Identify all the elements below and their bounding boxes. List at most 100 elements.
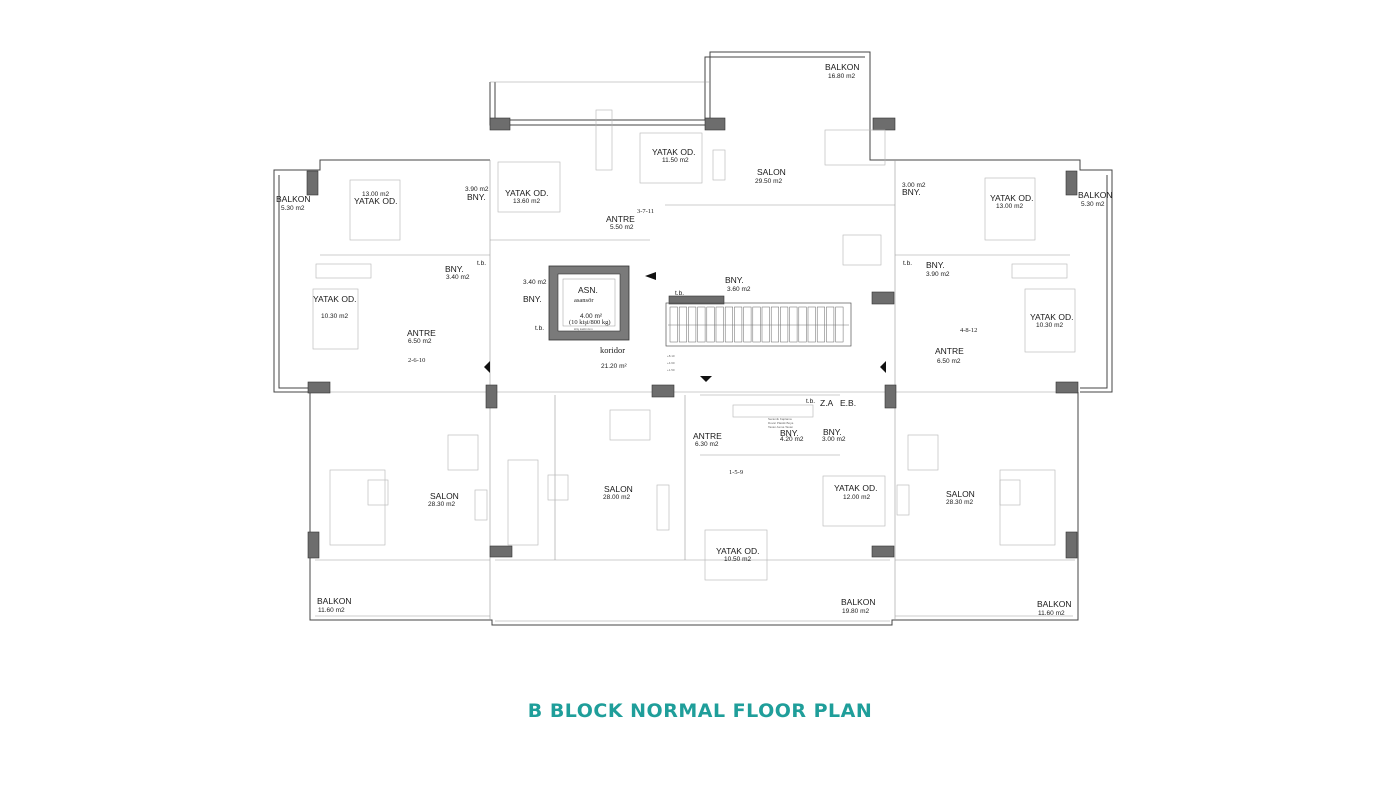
staircase [665,302,852,347]
room-area: 5.50 m2 [610,224,634,231]
room-area: 10.30 m2 [1036,322,1063,329]
unit-number: 4-8-12 [960,327,977,334]
room-name: ASN. [578,285,598,295]
stair-tread [835,306,844,343]
unit-number: 2-6-10 [408,357,425,364]
room-right-antre: ANTRE 6.50 m2 [935,346,964,365]
room-left-bny3: 3.40 m2 BNY. [523,279,547,304]
elevator-shaft [548,265,630,341]
stair-tread [697,306,706,343]
finish-note: Tavan Asma Tavan [768,425,793,429]
room-name: ANTRE [693,431,722,441]
room-name: YATAK OD. [1030,312,1073,322]
room-left-yatak2: YATAK OD. 10.30 m2 [313,294,356,320]
room-area: asansör [574,297,594,304]
room-area: 4.20 m2 [780,436,804,443]
room-name: BNY. [926,260,945,270]
room-left-yatak1: 13.00 m2 YATAK OD. [354,191,397,206]
outer-walls [273,51,1113,626]
room-name: SALON [430,491,459,501]
room-tl-yatak: YATAK OD. 13.60 m2 [505,188,548,205]
room-name: BNY. [523,294,542,304]
stair-tread [780,306,789,343]
tb-label: t.b. [675,290,684,297]
room-right-yatak1: YATAK OD. 13.00 m2 [990,193,1033,210]
stair-tread [789,306,798,343]
room-name: YATAK OD. [313,294,356,304]
stair-tread [826,306,835,343]
asn-load: (10 kişi/800 kg) [569,319,611,326]
plan-title: B BLOCK NORMAL FLOOR PLAN [527,700,873,722]
room-name: BNY. [902,187,921,197]
room-area: 11.60 m2 [1038,610,1065,617]
room-br-yatak: YATAK OD. 12.00 m2 [834,483,877,501]
room-name: SALON [946,489,975,499]
room-left-antre: ANTRE 6.50 m2 [407,328,436,345]
za-label: Z.A [820,398,834,408]
room-area: 13.00 m2 [362,191,389,198]
room-koridor: koridor 21.20 m² [600,345,627,370]
room-area: 3.40 m2 [446,274,470,281]
stair-tread [688,306,697,343]
eb-label: E.B. [840,398,856,408]
level-label: +1.50 [667,368,675,372]
room-right-yatak2: YATAK OD. 10.30 m2 [1030,312,1073,329]
level-label: +8.10 [667,354,675,358]
stair-tread [798,306,807,343]
room-name: BNY. [445,264,464,274]
room-bottom-bny2: BNY. 3.00 m2 [822,427,846,443]
room-bottom-bny1: BNY. 4.20 m2 [780,428,804,443]
room-name: YATAK OD. [652,147,695,157]
room-area: 11.50 m2 [662,157,689,164]
room-area: 19.80 m2 [842,608,869,615]
room-bl-balkon: BALKON 11.60 m2 [317,596,352,614]
room-left-bny2: BNY. 3.40 m2 [445,264,470,281]
asn-note: kiliş kaldırılımı [574,327,593,331]
room-left-bny1: 3.90 m2 BNY. [465,186,489,202]
room-area: 3.90 m2 [465,186,489,193]
room-area: 3.00 m2 [902,182,926,189]
furniture [312,109,1076,581]
room-center-bny: BNY. 3.60 m2 [725,275,751,293]
stair-tread [678,306,687,343]
room-bl-salon: SALON 28.30 m2 [428,491,459,508]
room-br-balkon: BALKON 11.60 m2 [1037,599,1072,617]
room-area: 28.30 m2 [428,501,455,508]
room-name: BNY. [823,427,842,437]
room-bc-salon: SALON 28.00 m2 [603,484,633,501]
room-area: 28.00 m2 [603,494,630,501]
room-area: 3.60 m2 [727,286,751,293]
room-name: YATAK OD. [990,193,1033,203]
room-right-bny1: 3.00 m2 BNY. [902,182,926,197]
room-name: BALKON [1037,599,1072,609]
room-area: 21.20 m² [601,363,627,370]
room-antre-center: ANTRE 5.50 m2 [606,214,635,231]
tb-label: t.b. [806,398,815,405]
room-area: 3.90 m2 [926,271,950,278]
room-name: BNY. [467,192,486,202]
unit-number: 1-5-9 [729,469,743,476]
room-name: SALON [757,167,786,177]
stair-tread [734,306,743,343]
room-top-yatak: YATAK OD. 11.50 m2 [652,147,695,164]
tb-label: t.b. [535,325,544,332]
stair-tread [816,306,825,343]
room-top-salon: SALON 29.50 m2 [755,167,786,185]
room-right-bny2: BNY. 3.90 m2 [926,260,950,278]
asn-capacity: 4.00 m² [580,313,603,320]
room-name: YATAK OD. [505,188,548,198]
room-area: 6.30 m2 [695,441,719,448]
stair-tread [724,306,733,343]
tb-label: t.b. [903,260,912,267]
room-name: ANTRE [606,214,635,224]
room-area: 3.00 m2 [822,436,846,443]
stair-tread [752,306,761,343]
stair-tread [715,306,724,343]
room-right-balkon: BALKON 5.30 m2 [1078,190,1113,208]
entry-arrows [484,272,886,382]
room-name: BALKON [1078,190,1113,200]
stair-tread [807,306,816,343]
room-name: YATAK OD. [834,483,877,493]
room-area: 5.30 m2 [281,205,305,212]
room-name: BNY. [780,428,799,438]
